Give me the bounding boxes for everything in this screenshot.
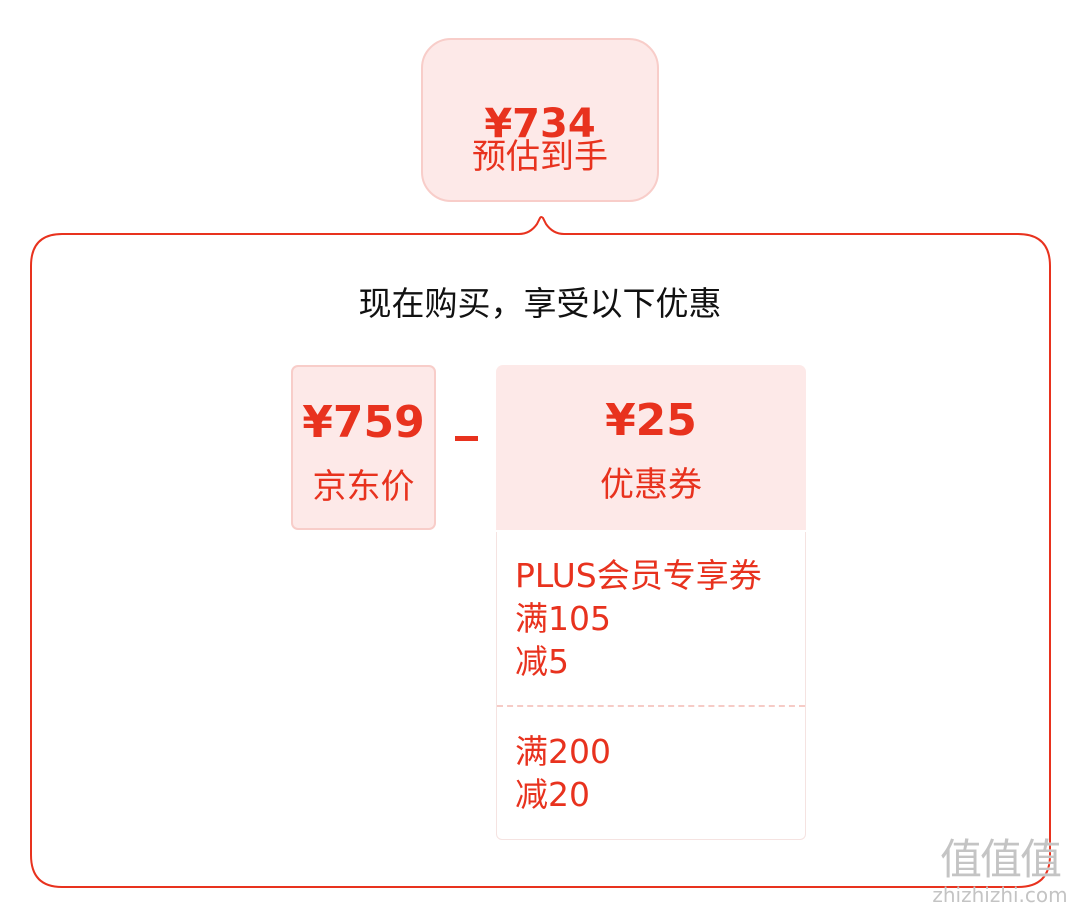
jd-price-value: ¥759 xyxy=(302,397,425,448)
panel-title: 现在购买，享受以下优惠 xyxy=(358,284,722,323)
coupon-name: PLUS会员专享券 xyxy=(515,556,762,595)
jd-price-label: 京东价 xyxy=(312,467,415,507)
coupon-threshold: 满105 xyxy=(515,599,611,638)
coupon-item: 满200 减20 xyxy=(497,730,805,816)
coupon-list: PLUS会员专享券 满105 减5 满200 减20 xyxy=(496,532,806,840)
coupon-threshold: 满200 xyxy=(515,732,611,771)
minus-icon xyxy=(455,436,478,441)
coupon-total-label: 优惠券 xyxy=(600,465,702,505)
estimated-price: ¥734 xyxy=(484,101,596,147)
coupon-item: PLUS会员专享券 满105 减5 xyxy=(497,554,805,683)
coupon-total-box: ¥25 优惠券 xyxy=(496,365,806,530)
watermark-logo: 值值值 xyxy=(939,835,1062,884)
estimated-price-badge: ¥734 预估到手 xyxy=(421,38,659,202)
watermark-domain: zhizhizhi.com xyxy=(932,883,1068,907)
coupon-total-value: ¥25 xyxy=(605,395,697,446)
coupon-discount: 减5 xyxy=(515,642,569,681)
site-watermark: 值值值 zhizhizhi.com xyxy=(925,836,1075,916)
coupon-discount: 减20 xyxy=(515,775,590,814)
coupon-divider xyxy=(497,705,805,707)
jd-price-box: ¥759 京东价 xyxy=(291,365,436,530)
estimated-price-label: 预估到手 xyxy=(472,137,608,177)
